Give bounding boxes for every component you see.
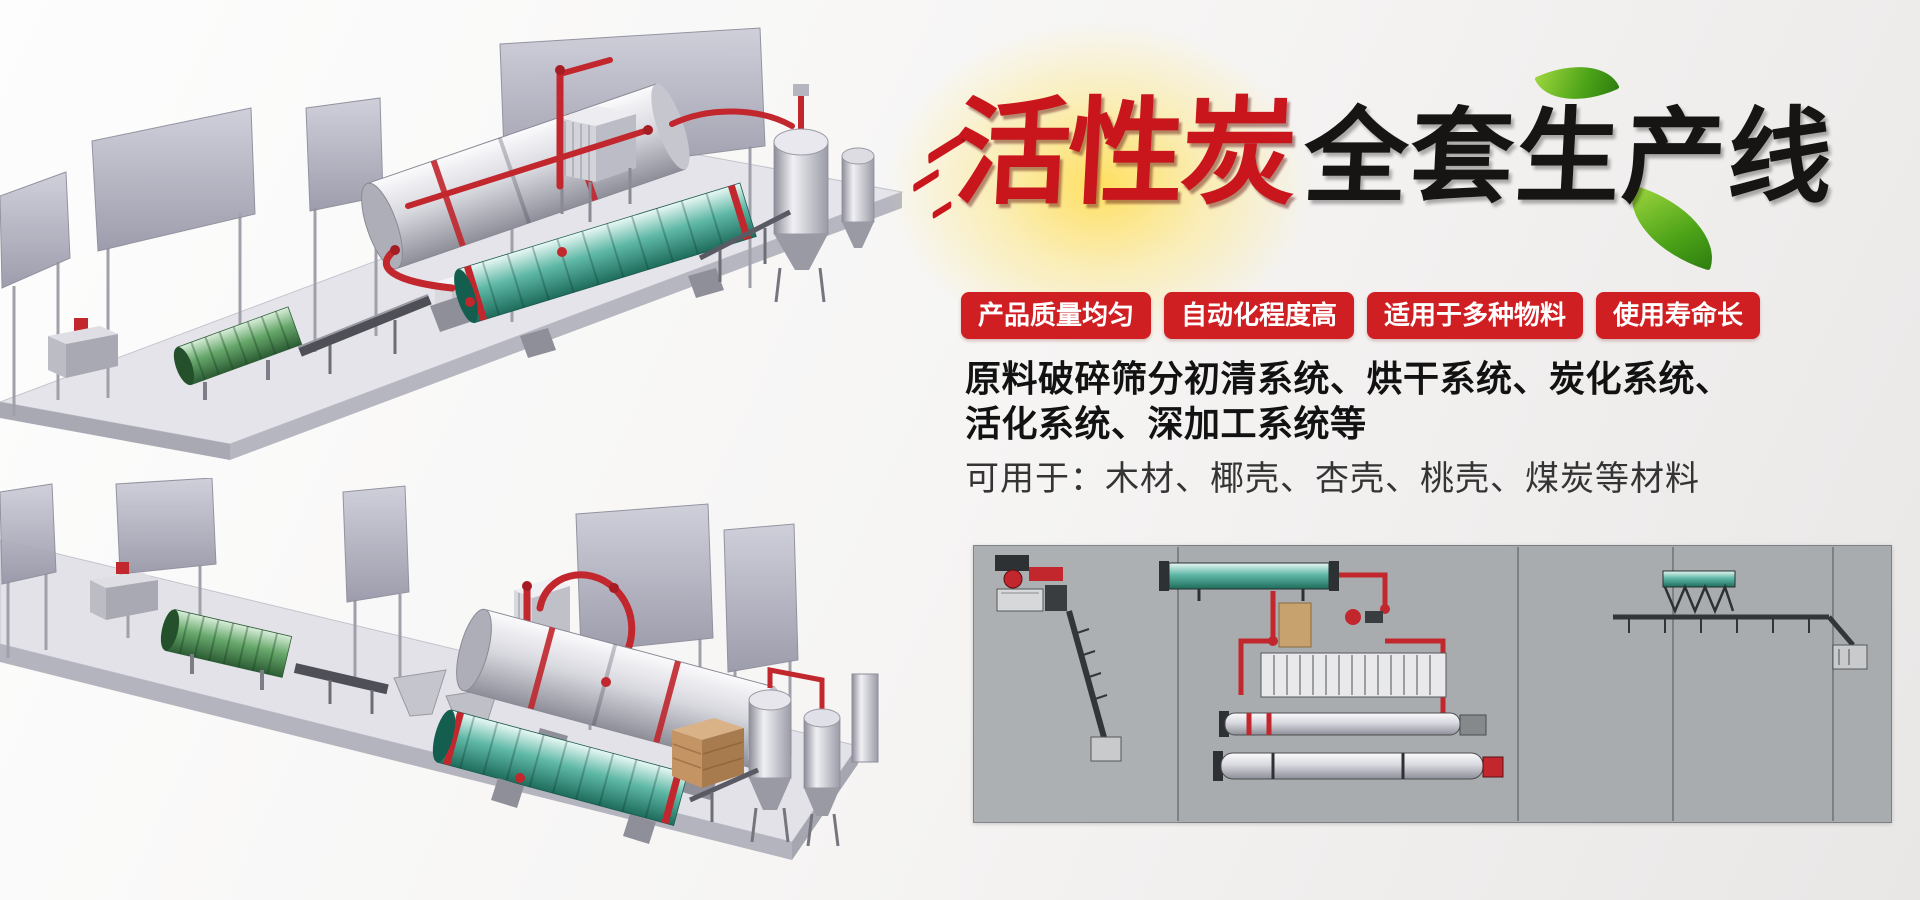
red-piping <box>382 57 795 292</box>
drum-support <box>623 814 656 844</box>
motor <box>601 677 611 687</box>
wall-panels <box>0 478 799 762</box>
wall-lines <box>1177 547 1834 821</box>
pipe-flange <box>555 65 565 75</box>
feeder-machine <box>90 562 158 620</box>
materials-note: 可用于：木材、椰壳、杏壳、桃壳、煤炭等材料 <box>965 460 1700 498</box>
motor <box>465 297 475 307</box>
feature-badges: 产品质量均匀 自动化程度高 适用于多种物料 使用寿命长 <box>961 292 1761 339</box>
badge-materials: 适用于多种物料 <box>1367 292 1584 339</box>
title-black: 全套生产线 <box>1300 100 1838 216</box>
drum-legs <box>203 360 270 400</box>
page-title: 活性炭 全套生产线 <box>951 88 1895 218</box>
production-line-render-top <box>0 27 904 460</box>
motor <box>557 247 567 257</box>
motor <box>515 773 525 783</box>
info-column: 活性炭 全套生产线 产品质量均匀 自动化程度高 适用于多种物料 使用寿命长 原料… <box>885 20 1905 885</box>
badge-quality: 产品质量均匀 <box>961 292 1152 339</box>
screening-drum <box>160 609 293 678</box>
discharge-conveyor <box>688 767 760 822</box>
diagram-pump <box>1345 609 1361 625</box>
diagram-crusher-group <box>995 555 1067 612</box>
inclined-conveyor <box>297 293 432 374</box>
title-red: 活性炭 <box>951 88 1298 218</box>
cooling-drum <box>432 709 689 826</box>
pipe-flange <box>643 125 653 135</box>
drum-legs <box>190 654 264 690</box>
systems-description-line1: 原料破碎筛分初清系统、烘干系统、炭化系统、 <box>965 358 1732 399</box>
diagram-activation-furnace <box>1219 711 1487 737</box>
drum-support <box>688 268 724 298</box>
small-tank <box>841 147 875 248</box>
systems-description: 原料破碎筛分初清系统、烘干系统、炭化系统、 活化系统、深加工系统等 <box>965 357 1732 446</box>
diagram-brick-kiln <box>1278 602 1312 648</box>
badge-automation: 自动化程度高 <box>1164 292 1355 339</box>
diagram-packing-line <box>1613 570 1868 670</box>
diagram-cooling-cylinder <box>1213 751 1504 781</box>
screening-drum <box>173 306 303 386</box>
cyclone-tank <box>773 84 829 303</box>
diagram-motor <box>1365 611 1383 623</box>
drum-support <box>520 328 556 358</box>
pipe-flange <box>390 245 400 255</box>
discharge-conveyor <box>698 209 792 282</box>
diagram-bin <box>1090 736 1122 762</box>
cyclone-tanks <box>748 666 879 847</box>
inclined-conveyor <box>293 663 389 714</box>
diagram-carbonization-unit <box>1260 652 1447 698</box>
diagram-feed-conveyor <box>1066 610 1108 742</box>
production-line-render-bottom <box>0 478 879 860</box>
badge-lifespan: 使用寿命长 <box>1596 292 1761 339</box>
drum-support <box>491 778 524 808</box>
plant-layout-diagram <box>973 545 1892 823</box>
main-title: 活性炭 全套生产线 <box>885 20 1895 350</box>
cooling-drum <box>454 182 757 324</box>
feeder-machine <box>48 318 118 378</box>
brick-kiln <box>672 718 744 788</box>
systems-description-line2: 活化系统、深加工系统等 <box>965 402 1367 444</box>
pipe-flange <box>522 581 532 591</box>
pipe-flange <box>609 583 619 593</box>
diagram-rotary-drum <box>1159 561 1339 601</box>
